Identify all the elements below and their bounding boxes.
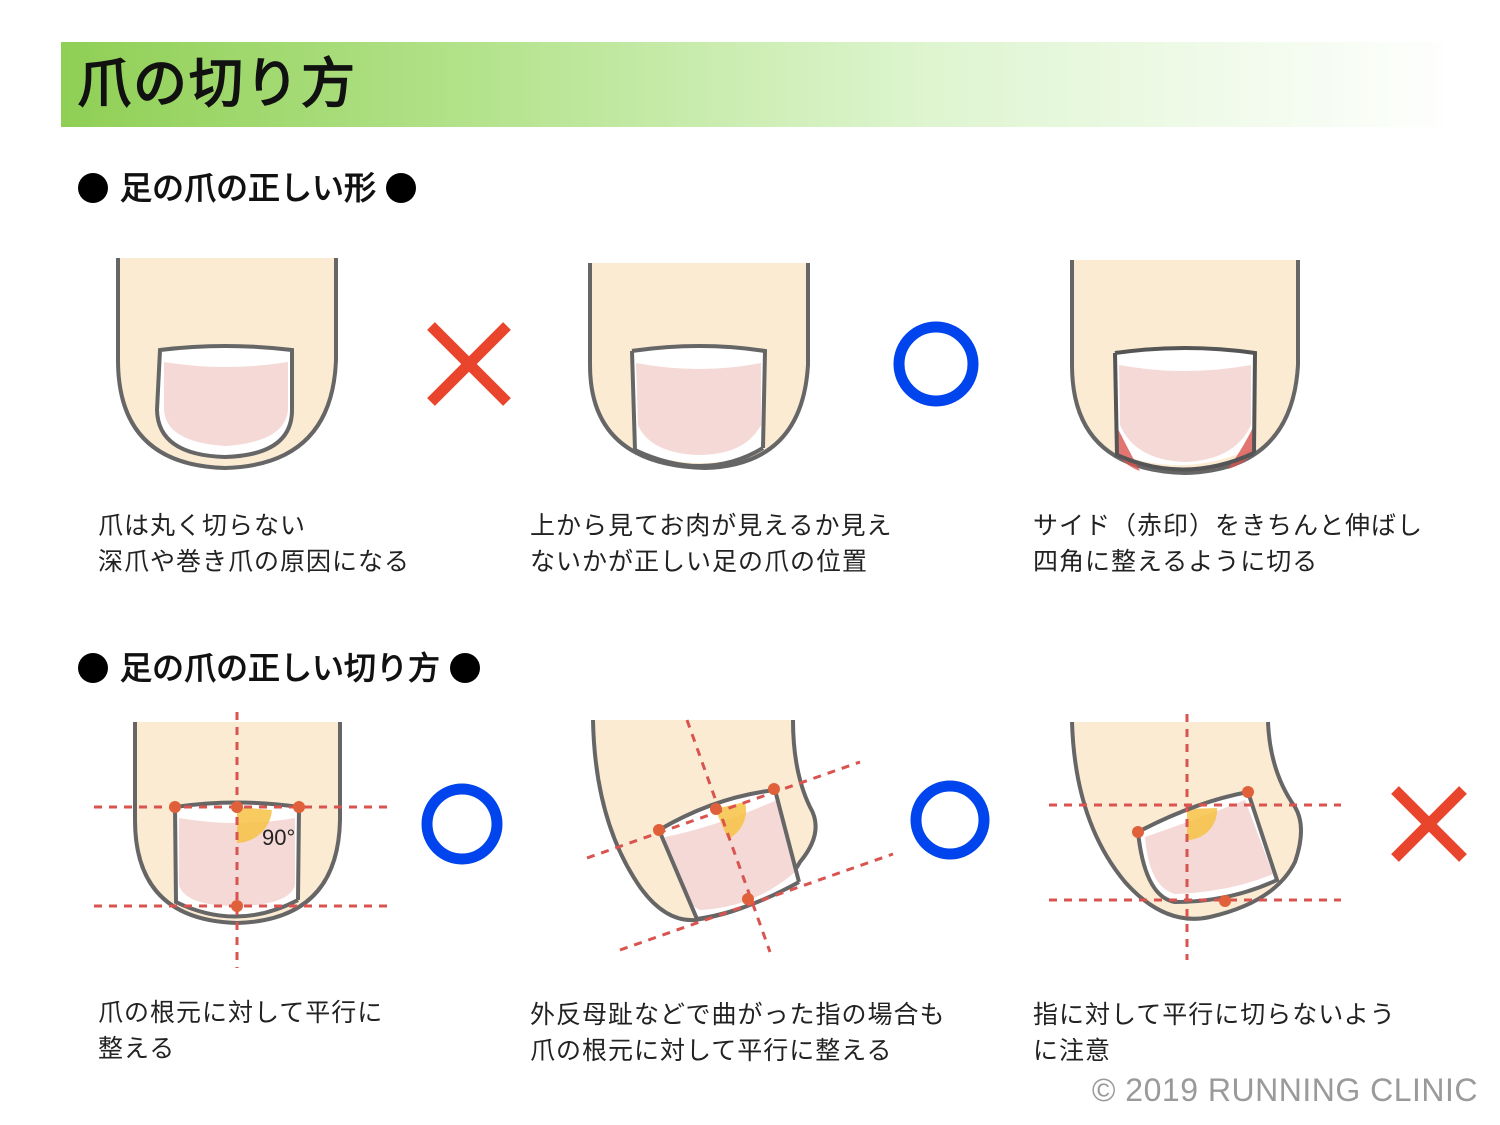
bullet-icon: [78, 653, 108, 683]
bullet-icon: [450, 653, 481, 683]
toe-side-mark-illustration: [1070, 260, 1300, 476]
title-banner: 爪の切り方: [61, 42, 1461, 127]
toe-round-cut-illustration: [116, 258, 338, 471]
section-heading-text: 足の爪の正しい切り方: [120, 649, 441, 687]
section-heading-shape: 足の爪の正しい形: [78, 168, 417, 208]
angle-label: 90°: [262, 825, 295, 850]
toe-bent-parallel-cut-illustration: [586, 719, 894, 953]
caption-round-cut: 爪は丸く切らない 深爪や巻き爪の原因になる: [98, 511, 411, 576]
correct-circle-icon: [893, 321, 979, 407]
toe-correct-position-illustration: [588, 263, 810, 471]
incorrect-x-icon: [1391, 786, 1467, 862]
bullet-icon: [78, 173, 108, 203]
caption-wrong-cut: 指に対して平行に切らないよう に注意: [1033, 1000, 1396, 1065]
caption-side-mark: サイド（赤印）をきちんと伸ばし 四角に整えるように切る: [1033, 511, 1424, 576]
caption-straight-parallel: 爪の根元に対して平行に 整える: [98, 998, 384, 1063]
section-heading-text: 足の爪の正しい形: [120, 169, 377, 207]
correct-circle-icon: [421, 783, 503, 865]
toe-straight-parallel-cut-illustration: 90°: [94, 712, 390, 968]
page-title: 爪の切り方: [77, 52, 357, 115]
caption-correct-position: 上から見てお肉が見えるか見え ないかが正しい足の爪の位置: [530, 511, 893, 576]
correct-circle-icon: [910, 780, 990, 860]
caption-bent-parallel: 外反母趾などで曲がった指の場合も 爪の根元に対して平行に整える: [530, 1000, 946, 1065]
incorrect-x-icon: [427, 322, 511, 406]
bullet-icon: [386, 173, 417, 203]
copyright-notice: © 2019 RUNNING CLINIC: [1091, 1072, 1478, 1108]
section-heading-cutting: 足の爪の正しい切り方: [78, 648, 481, 688]
toe-bent-wrong-cut-illustration: [1049, 714, 1341, 960]
